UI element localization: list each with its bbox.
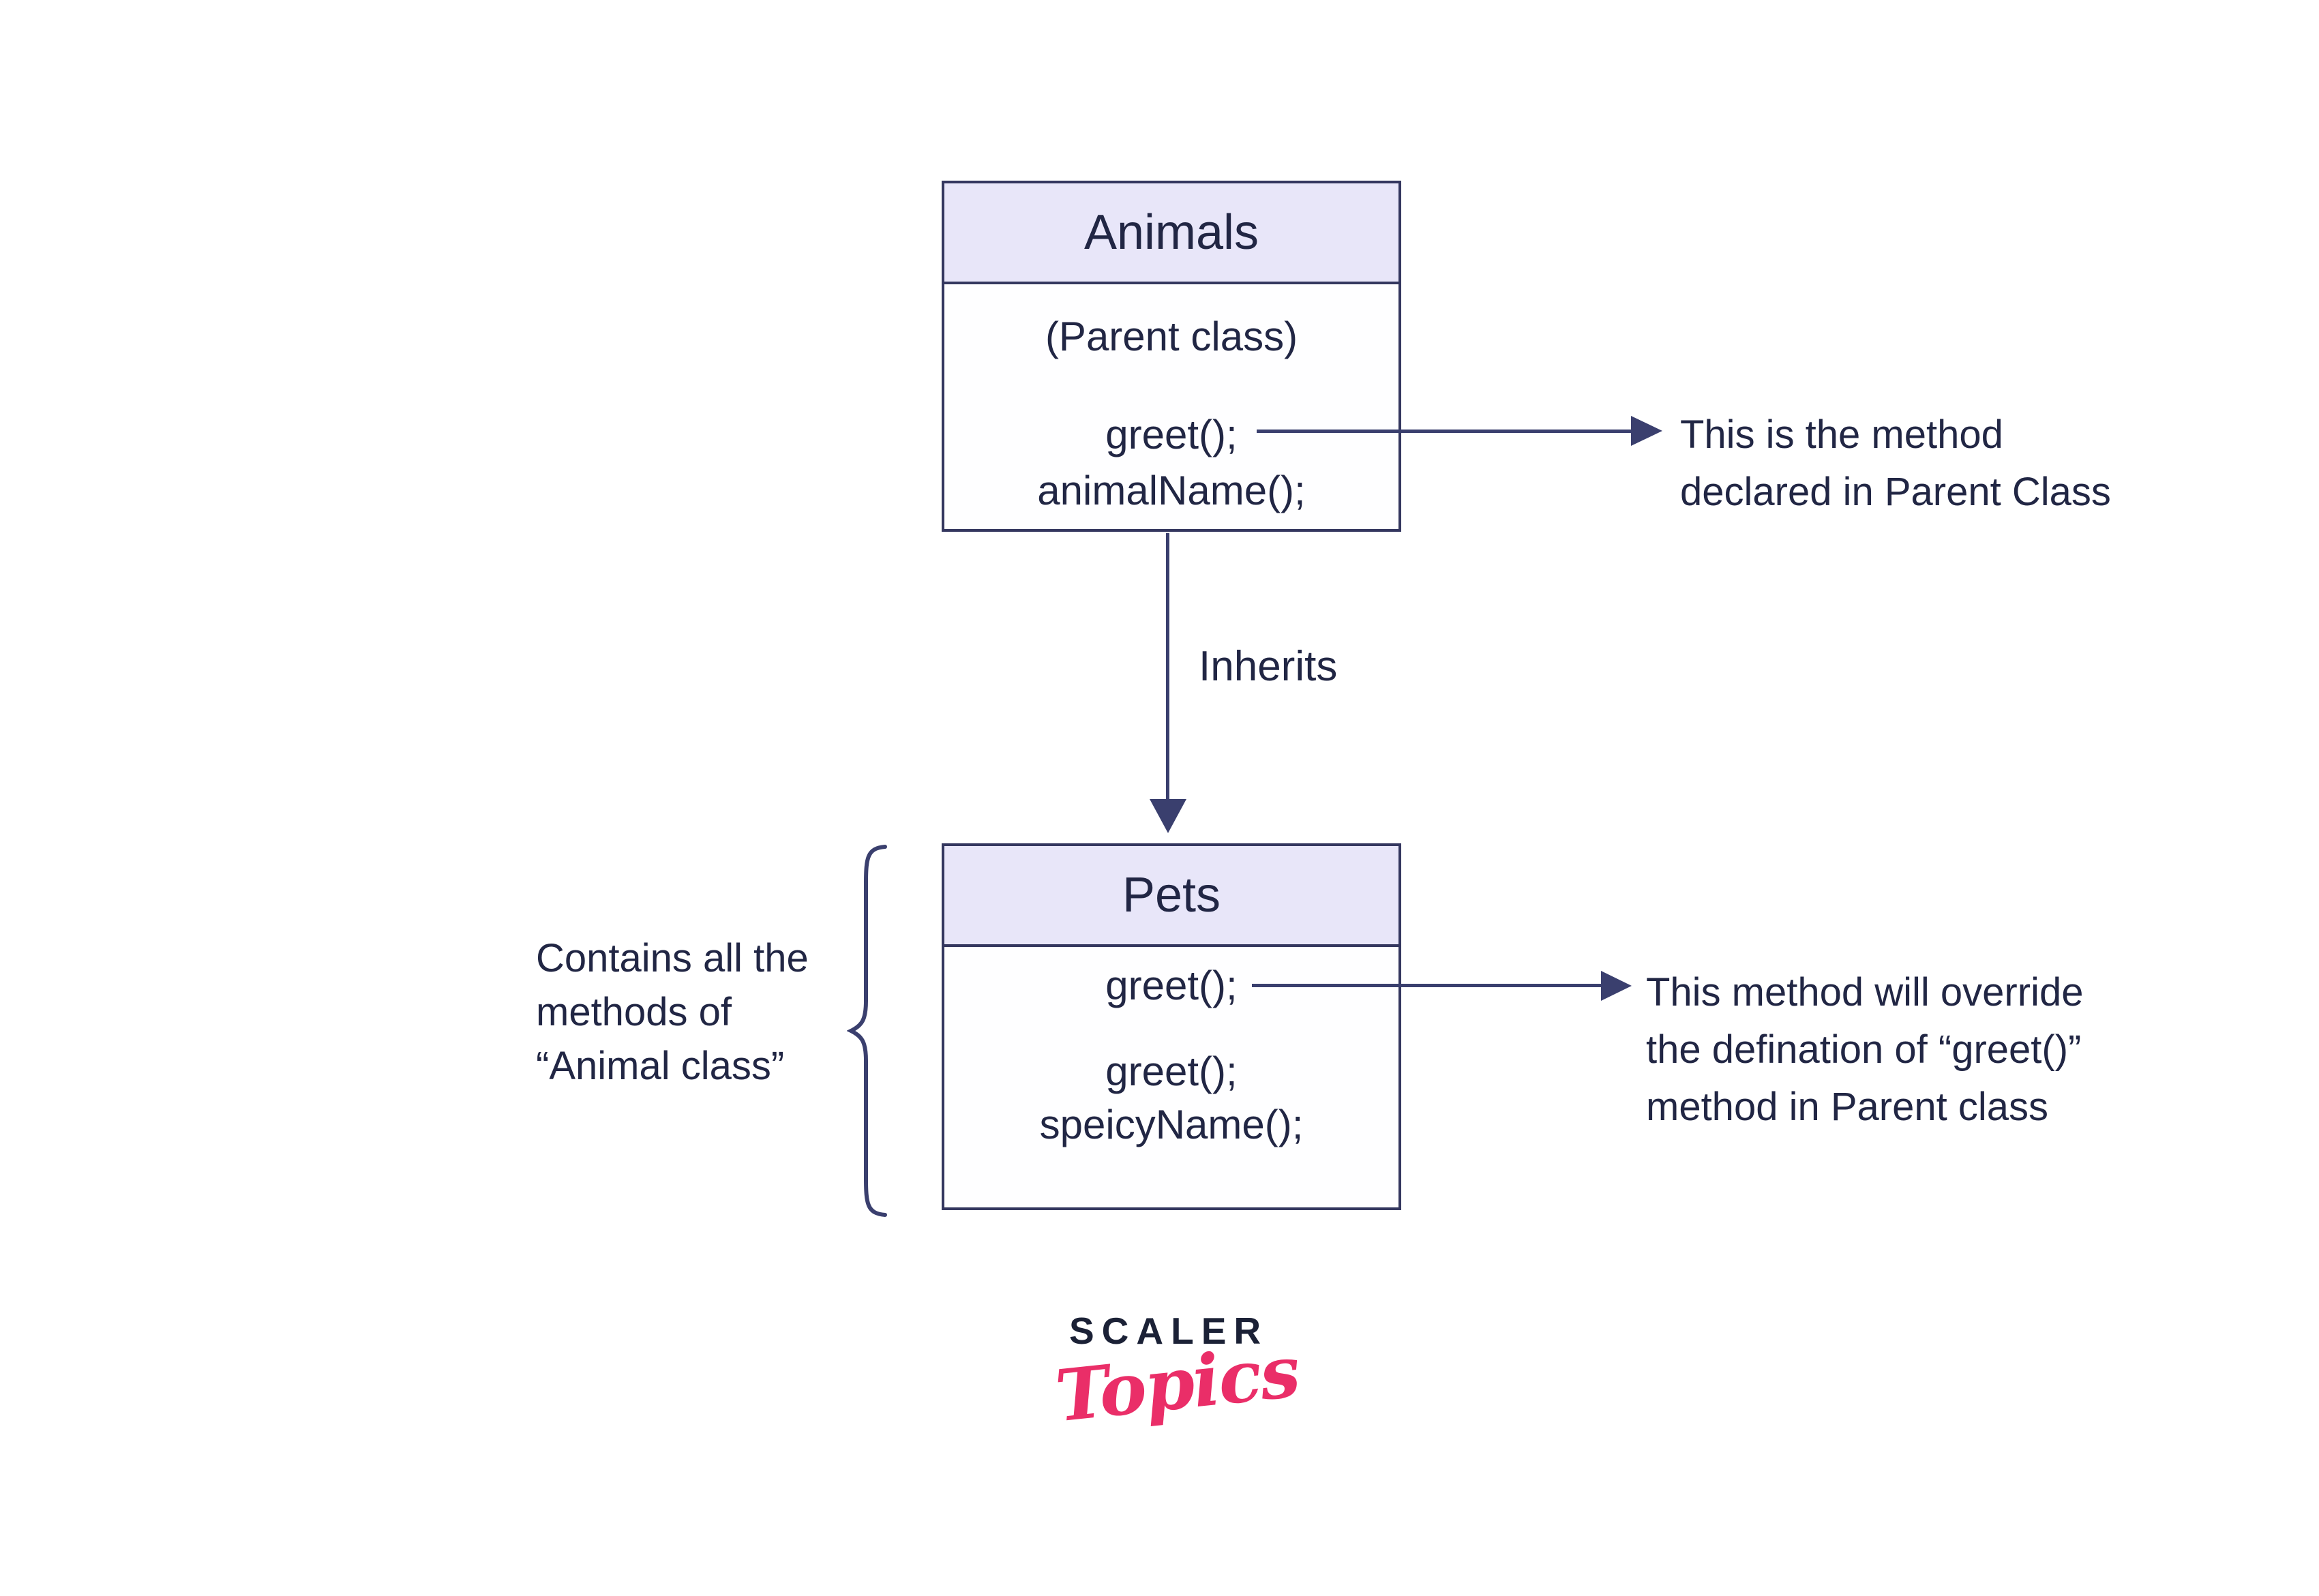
annotation-parent-method: This is the method declared in Parent Cl… xyxy=(1680,406,2111,521)
annotation-override-line1: This method will override xyxy=(1646,970,2084,1014)
override-method-arrow-line xyxy=(1252,984,1601,987)
annotation-override-line2: the defination of “greet()” xyxy=(1646,1027,2082,1072)
arrow-right-icon xyxy=(1601,971,1632,1001)
arrow-right-icon xyxy=(1631,416,1662,446)
annotation-contains-line1: Contains all the xyxy=(536,936,809,980)
annotation-override-line3: method in Parent class xyxy=(1646,1085,2048,1129)
annotation-contains-line2: methods of xyxy=(536,990,732,1034)
parent-class-header: Animals xyxy=(944,183,1398,284)
arrow-down-icon xyxy=(1150,799,1186,833)
annotation-contains-line3: “Animal class” xyxy=(536,1044,785,1088)
parent-method-animalname: animalName(); xyxy=(1037,468,1306,513)
inherits-label: Inherits xyxy=(1199,643,1338,690)
child-class-title: Pets xyxy=(1122,868,1221,922)
inherits-arrow-line xyxy=(1166,533,1169,800)
parent-class-box: Animals (Parent class) greet(); animalNa… xyxy=(942,181,1401,532)
child-class-box: Pets greet(); greet(); speicyName(); xyxy=(942,843,1401,1210)
child-override-method: greet(); xyxy=(1105,963,1238,1008)
parent-method-greet: greet(); xyxy=(1105,412,1238,457)
logo-scaler-text: SCALER xyxy=(1069,1310,1269,1352)
child-class-header: Pets xyxy=(944,846,1398,947)
child-method-speicyname: speicyName(); xyxy=(1039,1102,1304,1147)
parent-method-arrow-line xyxy=(1257,430,1631,433)
annotation-override: This method will override the defination… xyxy=(1646,964,2083,1136)
parent-class-subtitle: (Parent class) xyxy=(1045,314,1298,359)
left-curly-brace-icon xyxy=(847,845,887,1217)
parent-class-title: Animals xyxy=(1083,205,1259,260)
child-method-greet: greet(); xyxy=(1105,1049,1238,1094)
annotation-contains: Contains all the methods of “Animal clas… xyxy=(536,931,809,1093)
annotation-parent-method-line1: This is the method xyxy=(1680,412,2003,457)
annotation-parent-method-line2: declared in Parent Class xyxy=(1680,470,2111,514)
